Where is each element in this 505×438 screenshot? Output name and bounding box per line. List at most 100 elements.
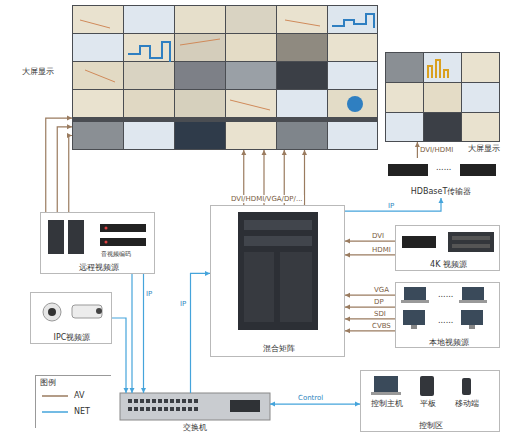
screen (73, 90, 123, 117)
pie-chart (347, 96, 363, 112)
legend-line (42, 411, 68, 413)
switch-node: 交换机 (120, 393, 270, 420)
hdbaset-device (388, 164, 428, 176)
connector-label: DVI (372, 232, 384, 240)
monitor-stand (411, 325, 417, 329)
arrow-head (345, 293, 350, 298)
connector-label: IP (388, 202, 394, 210)
connector-label: Control (298, 394, 323, 402)
connector-line (345, 295, 395, 296)
connector (345, 305, 395, 310)
legend-swatch (42, 409, 68, 415)
text-label: 图例 (40, 378, 56, 387)
led (105, 241, 108, 244)
connector (270, 402, 360, 407)
connector-line (46, 118, 72, 212)
matrix-box: 混合矩阵 (210, 205, 345, 357)
screen (424, 53, 461, 82)
node-text: 本地视频源 (396, 338, 501, 347)
screen (124, 122, 174, 149)
control-box: 控制主机平板移动端控制区 (360, 370, 500, 432)
node-text: 移动端 (447, 399, 487, 408)
matrix-panel (244, 220, 312, 230)
screen (73, 34, 123, 61)
screen (277, 34, 327, 61)
arrow-head (345, 328, 350, 333)
screen (226, 62, 276, 89)
connector-label: IP (146, 290, 152, 298)
legend-row: NET (42, 407, 90, 416)
connector-label: HDMI (372, 246, 391, 254)
text-label: ...... (436, 163, 451, 172)
screen (462, 83, 499, 112)
node-text: IPC视频源 (31, 333, 113, 342)
screen (175, 6, 225, 33)
screen (462, 113, 499, 141)
connector-line (345, 318, 395, 319)
arrow-head (282, 150, 287, 155)
legend-text: NET (74, 407, 90, 416)
small-wall (385, 52, 500, 142)
laptop-screen (404, 287, 426, 300)
pc-tower (68, 220, 84, 254)
arrow-head (241, 150, 246, 155)
screen (328, 90, 377, 117)
rack-slot (452, 236, 490, 240)
arrow-head (345, 239, 350, 244)
screen (73, 122, 123, 149)
encoder (100, 238, 146, 246)
node-text: 4K 视频源 (396, 260, 501, 269)
map-roads (80, 20, 320, 110)
legend-text: AV (74, 391, 84, 400)
laptop-base (459, 300, 487, 303)
arrow-head (302, 150, 307, 155)
arrow-head (345, 252, 350, 257)
matrix-device (238, 212, 318, 330)
node-text: 控制区 (361, 421, 501, 430)
connector-line (112, 318, 126, 393)
arrow-head (67, 116, 72, 121)
source-box: 音视频编码远程视频源 (40, 212, 155, 274)
phone (462, 378, 471, 395)
laptop-base (371, 392, 401, 395)
connector-line (345, 330, 395, 331)
arrow-head (439, 198, 444, 203)
connector (46, 116, 72, 212)
tablet (420, 376, 434, 396)
webcam-lens (48, 308, 56, 316)
arrow-head (67, 133, 72, 138)
legend-line (42, 395, 68, 397)
desktop-monitor (403, 310, 425, 325)
arrow-head (67, 124, 72, 129)
video-wall (72, 5, 378, 150)
pc-tower (48, 220, 64, 254)
4k-device (402, 236, 436, 248)
connector-line (417, 142, 418, 158)
connector (112, 318, 129, 393)
connector-line (345, 198, 441, 211)
text-label: ...... (438, 290, 453, 299)
chart-bars (428, 60, 448, 78)
connector-label: IP (180, 300, 186, 308)
screen (226, 6, 276, 33)
source-box: IPC视频源 (30, 292, 112, 344)
switch-uplink (230, 400, 260, 412)
laptop-screen (462, 287, 484, 300)
screen (124, 62, 174, 89)
rack-slot (452, 244, 490, 248)
chart-bars (128, 14, 374, 62)
screen (124, 90, 174, 117)
node-text: 音视频编码 (101, 250, 156, 257)
encoder (100, 224, 146, 232)
screen (124, 6, 174, 33)
screen (175, 62, 225, 89)
video-wall-node: 大屏显示 (385, 52, 500, 142)
camera-lens (96, 308, 102, 314)
connector (345, 239, 395, 244)
legend-row: AV (42, 391, 84, 400)
matrix-panel (280, 252, 312, 322)
connector-line (57, 127, 72, 212)
connector-line (345, 254, 395, 255)
screen (462, 53, 499, 82)
